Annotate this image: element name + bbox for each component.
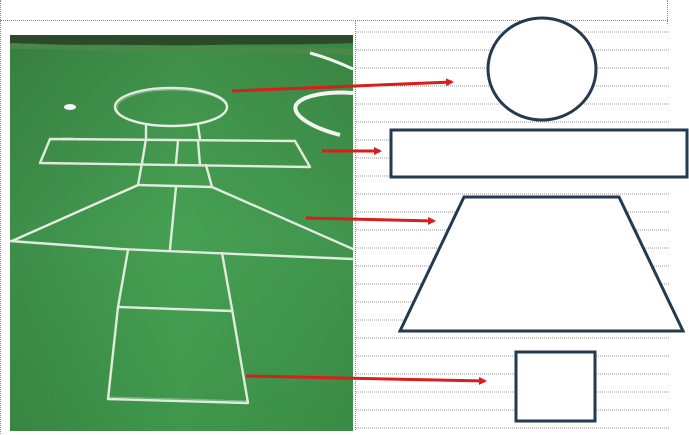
turf-shading [10,35,353,431]
page-left-rule [0,0,1,434]
hopscotch-photo-svg [10,35,353,431]
ball-spot [64,104,76,110]
hopscotch-photo [10,35,353,431]
lined-worksheet [355,20,670,430]
lined-worksheet-svg [356,20,670,430]
ruled-lines [356,32,670,428]
hedge-strip [10,35,353,45]
